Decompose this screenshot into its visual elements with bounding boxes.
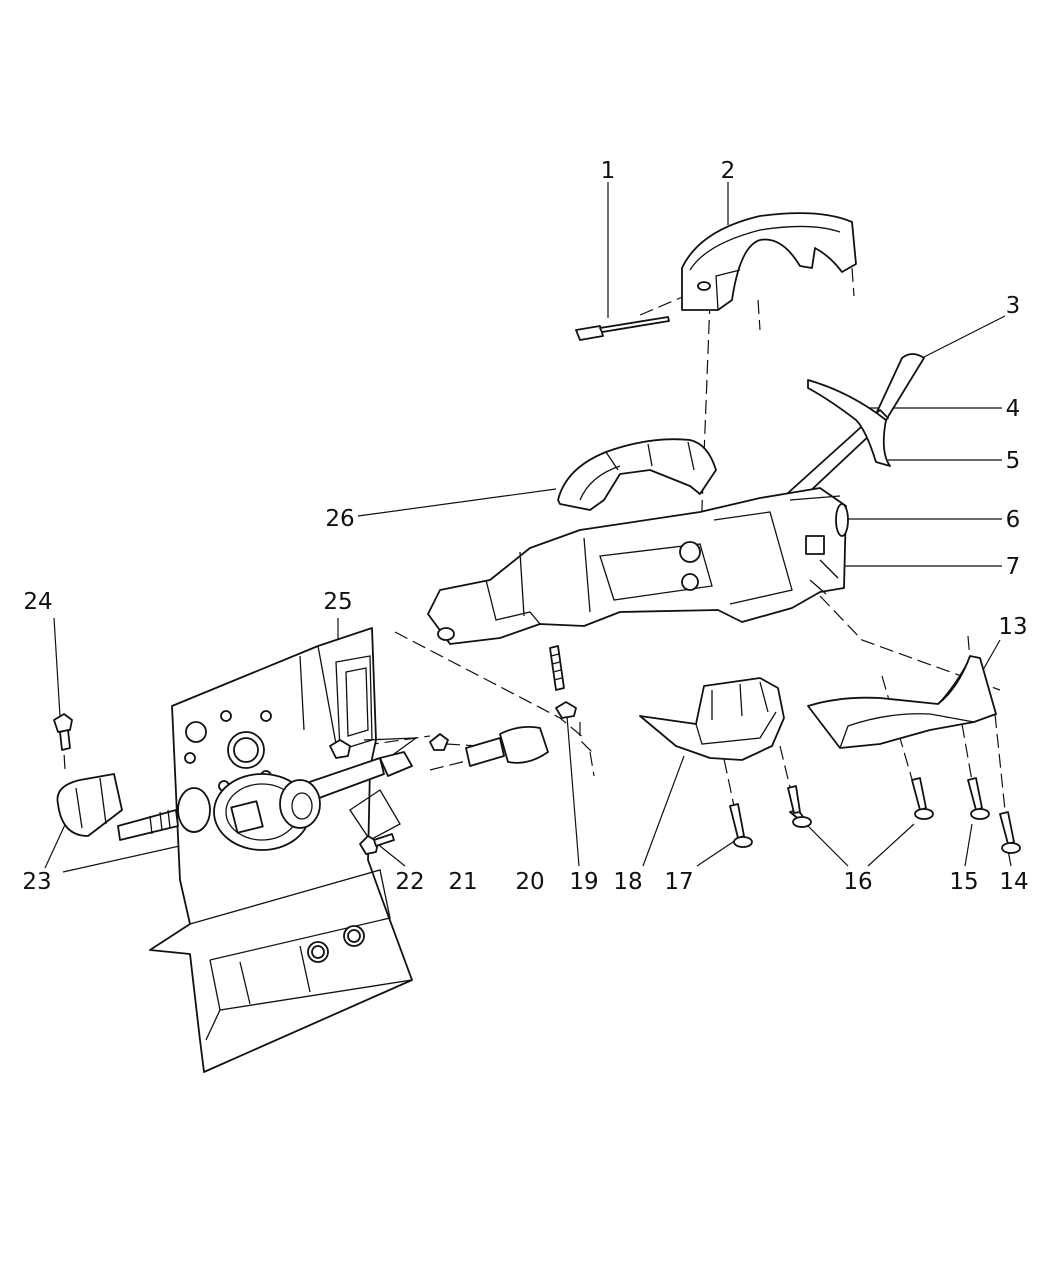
callout-16: 16 — [843, 869, 872, 895]
callout-25: 25 — [323, 589, 352, 615]
intermediate-shaft — [56, 751, 413, 841]
part-2-upper-shroud — [681, 212, 857, 311]
part-20-stud — [549, 645, 565, 691]
callout-22: 22 — [395, 869, 424, 895]
callout-18: 18 — [613, 869, 642, 895]
callout-14: 14 — [999, 869, 1028, 895]
part-24-bolt — [53, 713, 73, 751]
screw-17 — [729, 803, 753, 848]
part-25-nut — [329, 739, 351, 759]
part-22-bolt — [359, 833, 395, 855]
screw-16b — [911, 777, 934, 820]
callout-labels: 1 2 3 4 5 6 7 13 14 15 16 17 18 19 20 21… — [22, 158, 1028, 895]
callout-24: 24 — [23, 589, 52, 615]
callout-4: 4 — [1006, 396, 1021, 422]
screw-16a — [787, 785, 812, 828]
callout-6: 6 — [1006, 507, 1021, 533]
part-26-shroud-piece — [557, 438, 717, 511]
screw-14 — [999, 811, 1021, 854]
steering-column-body — [427, 487, 849, 645]
part-21-washer — [429, 733, 449, 751]
callout-23: 23 — [22, 869, 51, 895]
boot-sleeve — [465, 725, 549, 767]
part-19-nut — [555, 701, 577, 719]
callout-26: 26 — [325, 506, 354, 532]
part-13-lower-shroud-right — [807, 655, 997, 749]
callout-20: 20 — [515, 869, 544, 895]
part-3-4-5-lever — [777, 353, 925, 511]
callout-15: 15 — [949, 869, 978, 895]
part-1-pin — [575, 316, 670, 341]
callout-21: 21 — [448, 869, 477, 895]
callout-13: 13 — [998, 614, 1027, 640]
callout-17: 17 — [664, 869, 693, 895]
screw-15 — [967, 777, 990, 820]
callout-7: 7 — [1006, 554, 1021, 580]
callout-2: 2 — [721, 158, 736, 184]
callout-3: 3 — [1006, 293, 1021, 319]
callout-1: 1 — [601, 158, 616, 184]
screws-14-15-16-17 — [729, 777, 1021, 854]
callout-5: 5 — [1006, 448, 1021, 474]
part-18-lower-shroud — [639, 677, 785, 761]
callout-19: 19 — [569, 869, 598, 895]
